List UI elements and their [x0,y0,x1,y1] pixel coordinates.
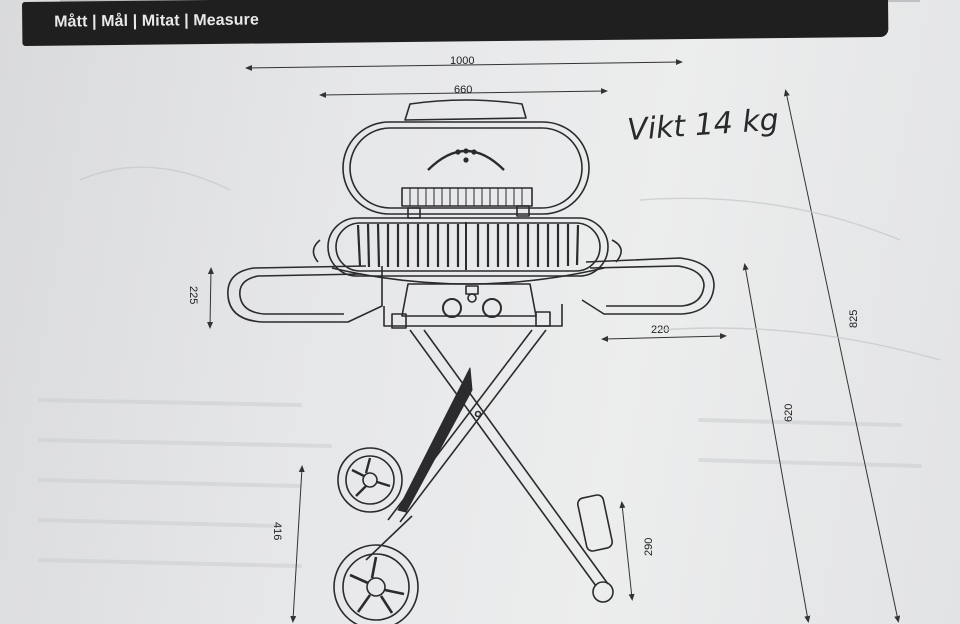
dim-grill-width-label: 660 [454,84,472,96]
background-bleed-text [38,398,922,568]
handwritten-weight-note: Vikt 14 kg [626,102,780,147]
dim-leg-height-label: 290 [643,538,655,556]
grill-wheel-upper [337,447,403,513]
dim-line-total-height [783,89,901,623]
dim-line-side-table-depth [601,333,727,342]
grill-illustration [227,99,715,624]
dimension-lines [207,59,901,623]
dim-line-side-table-height [207,267,214,329]
grill-lid [342,99,590,219]
side-table-left [227,265,383,323]
dim-line-leg-height [619,501,635,601]
grill-control-panel [401,283,537,318]
dim-line-wheel-height [290,465,305,623]
dim-wheel-height-label: 416 [271,522,283,540]
dim-line-grill-width [319,88,608,98]
side-table-right [581,257,715,315]
bleed-through-drawing [79,166,941,361]
grill-legs [365,329,614,603]
dim-line-total-width [245,59,683,71]
dim-total-width-label: 1000 [450,55,474,67]
dim-side-table-height-label: 225 [187,286,199,304]
dim-line-working-height [742,263,811,623]
grill-frame [383,304,563,327]
grill-wheel-lower [333,544,419,624]
dim-working-height-label: 620 [783,404,795,422]
dim-total-height-label: 825 [848,310,860,328]
